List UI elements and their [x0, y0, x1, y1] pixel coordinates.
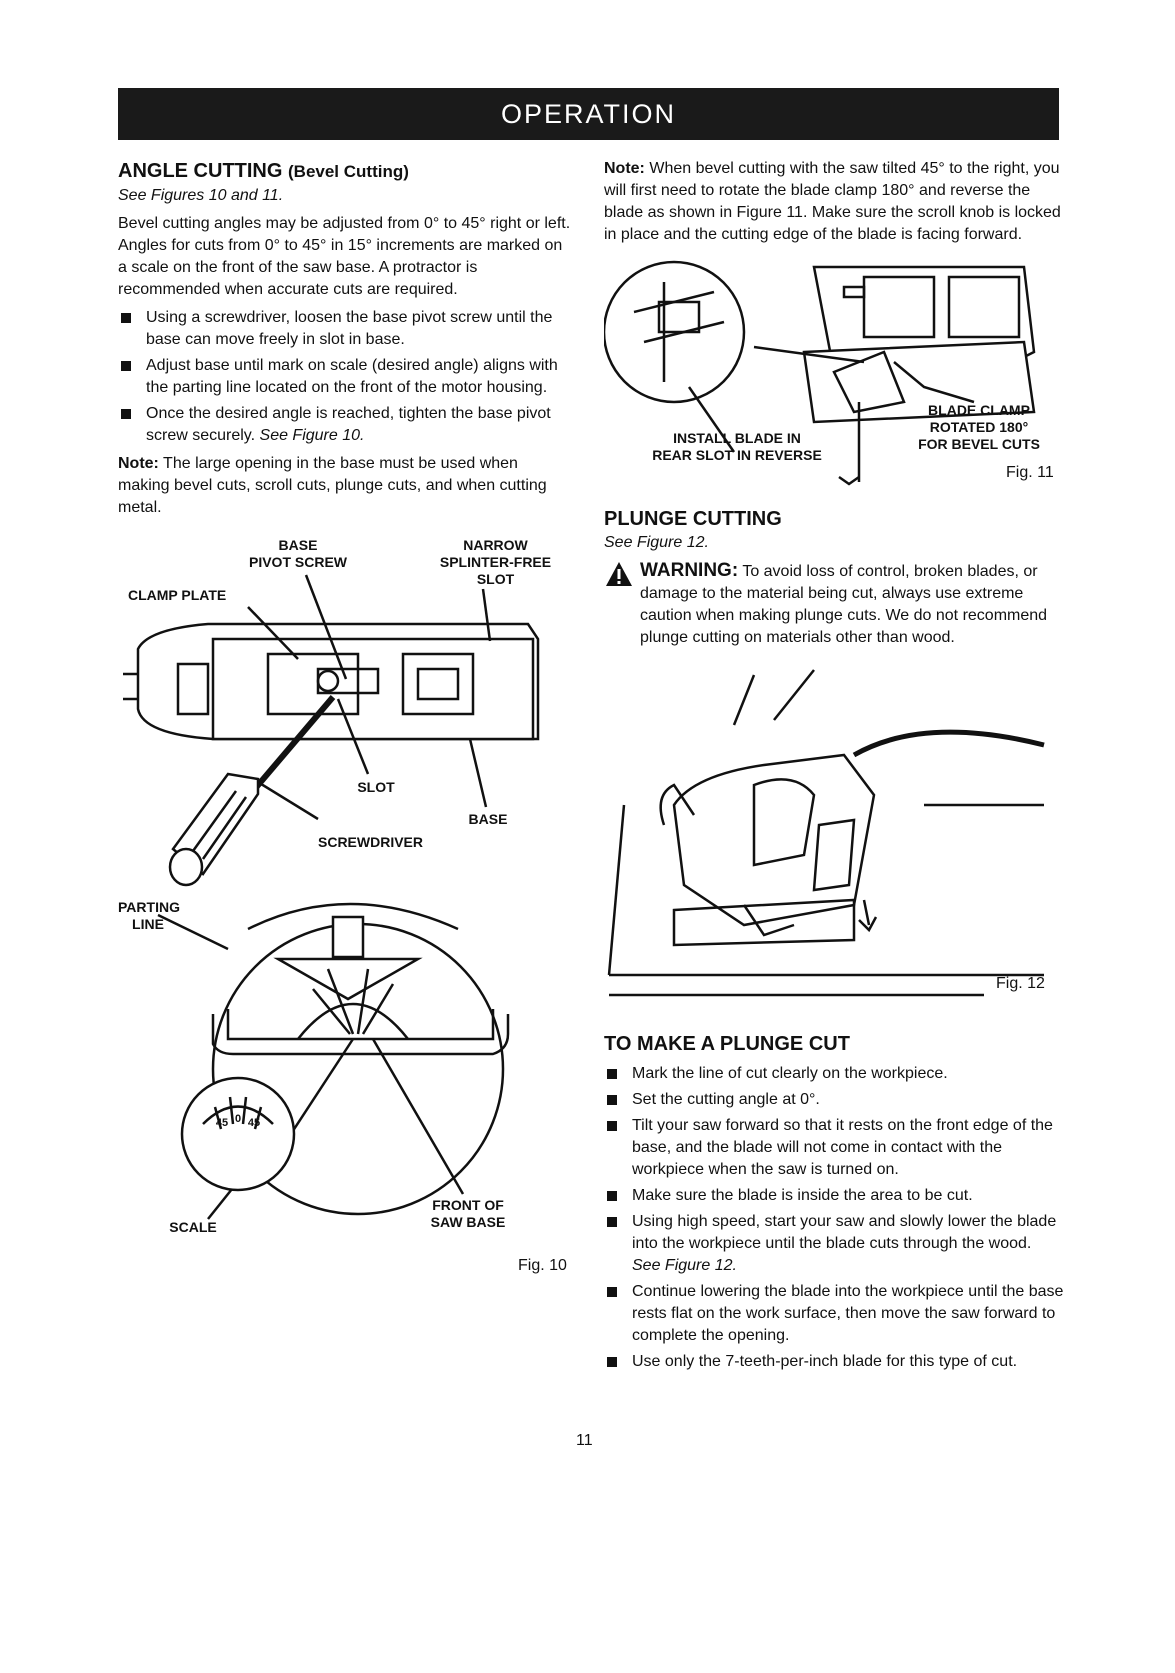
- bevel-note-label: Note:: [604, 160, 645, 177]
- plunge-step-6: Continue lowering the blade into the wor…: [604, 1281, 1064, 1347]
- angle-steps: Using a screwdriver, loosen the base piv…: [118, 307, 573, 447]
- angle-note-text: The large opening in the base must be us…: [118, 455, 547, 516]
- warning-triangle-icon: [604, 560, 634, 649]
- scale-mark-right: 45: [247, 1117, 261, 1129]
- plunge-step-2: Set the cutting angle at 0°.: [604, 1089, 1064, 1111]
- figure-11: INSTALL BLADE IN REAR SLOT IN REVERSE BL…: [604, 252, 1064, 492]
- plunge-step-7: Use only the 7-teeth-per-inch blade for …: [604, 1351, 1064, 1373]
- plunge-cutting-heading: PLUNGE CUTTING: [604, 508, 782, 530]
- figure-12: Fig. 12: [604, 655, 1064, 1025]
- section-banner: OPERATION: [118, 88, 1059, 140]
- angle-heading-sub: (Bevel Cutting): [288, 162, 409, 181]
- angle-intro: Bevel cutting angles may be adjusted fro…: [118, 215, 571, 298]
- plunge-see-figure: See Figure 12.: [604, 534, 709, 551]
- figure-12-caption: Fig. 12: [996, 975, 1045, 992]
- angle-step-3-text: Once the desired angle is reached, tight…: [146, 405, 551, 444]
- plunge-step-5-text: Using high speed, start your saw and slo…: [632, 1213, 1057, 1252]
- bevel-note: Note: When bevel cutting with the saw ti…: [604, 158, 1064, 246]
- plunge-warning: WARNING: To avoid loss of control, broke…: [604, 560, 1064, 649]
- plunge-step-4: Make sure the blade is inside the area t…: [604, 1185, 1064, 1207]
- angle-note: Note: The large opening in the base must…: [118, 453, 573, 519]
- angle-see-figures: See Figures 10 and 11.: [118, 187, 284, 204]
- label-base: BASE: [468, 811, 508, 827]
- figure-12-illustration: [607, 669, 1045, 997]
- angle-cutting-heading: ANGLE CUTTING (Bevel Cutting): [118, 158, 573, 185]
- warning-text: To avoid loss of control, broken blades,…: [640, 563, 1048, 646]
- angle-step-3: Once the desired angle is reached, tight…: [118, 403, 573, 447]
- plunge-step-5-ref: See Figure 12.: [632, 1257, 737, 1274]
- figure-11-caption: Fig. 11: [1006, 464, 1054, 481]
- label-base-pivot-screw: BASE PIVOT SCREW: [248, 537, 347, 570]
- plunge-steps: Mark the line of cut clearly on the work…: [604, 1063, 1064, 1373]
- bevel-note-text: When bevel cutting with the saw tilted 4…: [604, 160, 1061, 243]
- label-scale: SCALE: [169, 1219, 217, 1235]
- label-front-of-saw-base: FRONT OF SAW BASE: [430, 1197, 506, 1230]
- make-plunge-heading: TO MAKE A PLUNGE CUT: [604, 1033, 850, 1055]
- label-install-blade: INSTALL BLADE IN REAR SLOT IN REVERSE: [652, 430, 822, 463]
- figure-10-caption: Fig. 10: [518, 1257, 567, 1274]
- page-number: 11: [576, 1432, 593, 1449]
- section-title: OPERATION: [500, 98, 677, 129]
- label-clamp-plate: CLAMP PLATE: [128, 587, 227, 603]
- figure-10-illustration: [123, 574, 540, 1220]
- plunge-step-1: Mark the line of cut clearly on the work…: [604, 1063, 1064, 1085]
- scale-mark-zero: 0: [234, 1113, 242, 1125]
- label-blade-clamp-rotated: BLADE CLAMP ROTATED 180° FOR BEVEL CUTS: [918, 402, 1040, 452]
- label-screwdriver: SCREWDRIVER: [318, 834, 424, 850]
- warning-label: WARNING:: [640, 560, 739, 581]
- angle-heading-text: ANGLE CUTTING: [118, 160, 283, 182]
- label-narrow-slot: NARROW SPLINTER-FREE SLOT: [439, 537, 552, 587]
- angle-step-3-ref: See Figure 10.: [259, 427, 365, 444]
- right-column: Note: When bevel cutting with the saw ti…: [604, 158, 1064, 1379]
- left-column: ANGLE CUTTING (Bevel Cutting) See Figure…: [118, 158, 573, 1304]
- figure-10: BASE PIVOT SCREW NARROW SPLINTER-FREE SL…: [118, 529, 573, 1304]
- angle-note-label: Note:: [118, 455, 159, 472]
- plunge-step-3: Tilt your saw forward so that it rests o…: [604, 1115, 1064, 1181]
- label-parting-line: PARTING LINE: [118, 899, 180, 932]
- scale-mark-left: 45: [215, 1117, 229, 1129]
- label-slot: SLOT: [357, 779, 395, 795]
- plunge-step-5: Using high speed, start your saw and slo…: [604, 1211, 1064, 1277]
- angle-step-1: Using a screwdriver, loosen the base piv…: [118, 307, 573, 351]
- figure-11-illustration: [604, 260, 1036, 486]
- angle-step-2: Adjust base until mark on scale (desired…: [118, 355, 573, 399]
